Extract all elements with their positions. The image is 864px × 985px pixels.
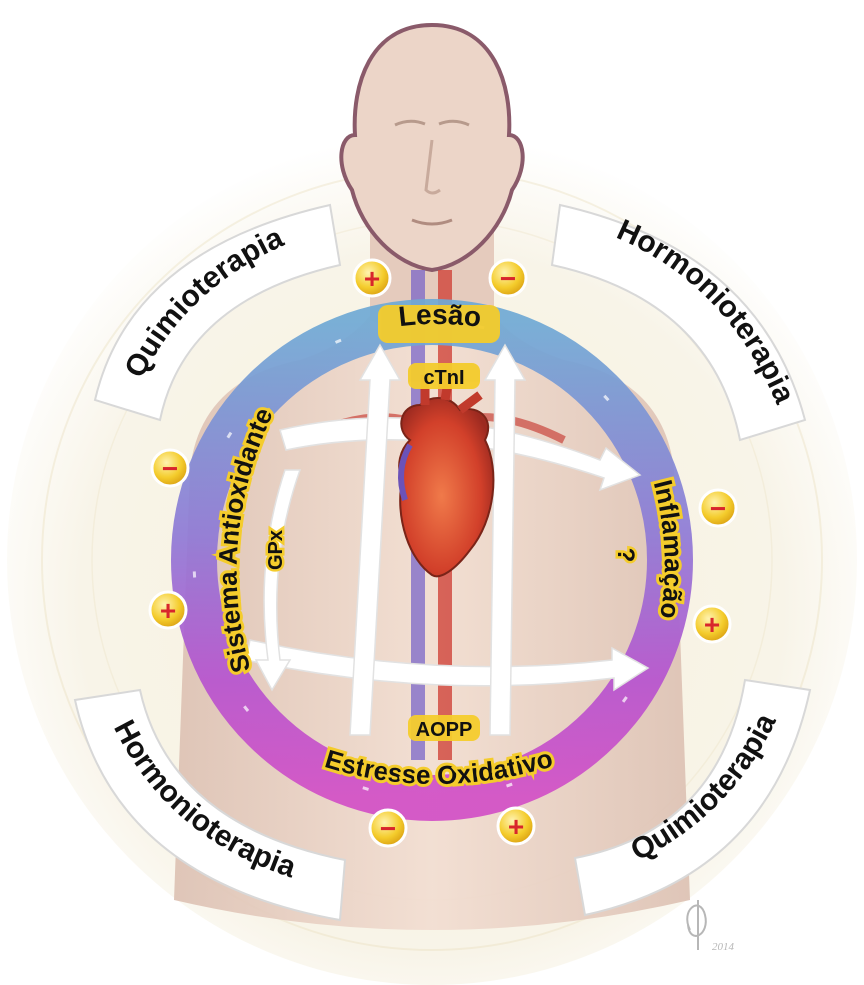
badge-bottom-left: − [370,810,406,846]
badge-top-left: + [354,260,390,296]
minus-sign: − [380,813,396,844]
badge-bottom-right: + [498,808,534,844]
plus-sign: + [508,811,524,842]
marker-ctni: cTnI [423,367,464,389]
plus-sign: + [364,263,380,294]
marker-gpx: GPx [265,530,287,570]
badge-right-lower: + [694,606,730,642]
minus-sign: − [500,263,516,294]
plus-sign: + [704,609,720,640]
artist-signature: 2014 [687,900,734,953]
marker-unknown: ? [612,548,639,563]
minus-sign: − [162,453,178,484]
badge-right-upper: − [700,490,736,526]
badge-left-lower: + [150,592,186,628]
node-label-lesao: Lesão [397,299,483,333]
marker-aopp: AOPP [416,719,473,741]
signature-year: 2014 [712,941,735,953]
minus-sign: − [710,493,726,524]
badge-left-upper: − [152,450,188,486]
badge-top-right: − [490,260,526,296]
plus-sign: + [160,595,176,626]
